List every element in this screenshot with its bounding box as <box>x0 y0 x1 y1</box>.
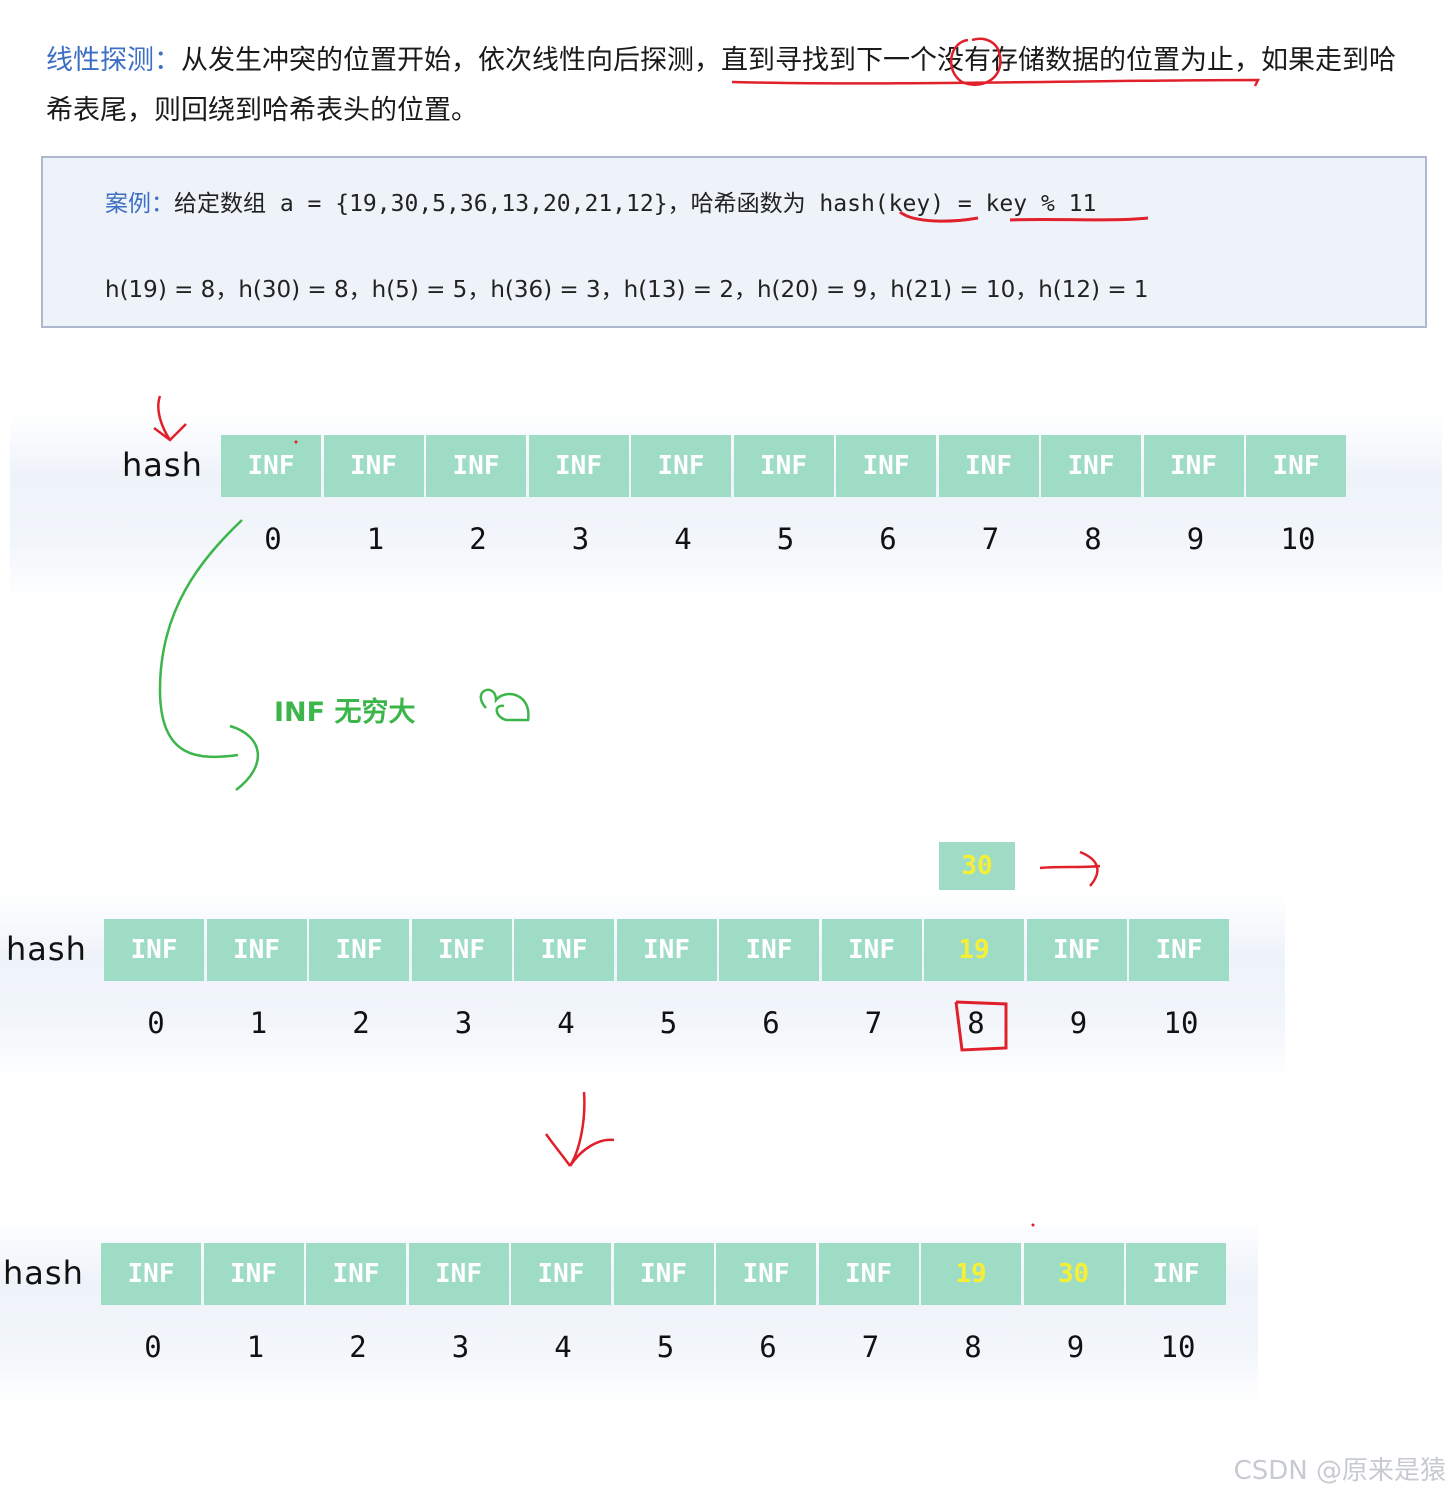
hash-index-5: 5 <box>659 1006 678 1040</box>
hash-index-0: 0 <box>144 1330 162 1364</box>
hash-cell-1: INF <box>323 435 424 497</box>
hash-index-9: 9 <box>1066 1330 1085 1364</box>
hash-index-4: 4 <box>554 1330 572 1364</box>
hash-cell-1: INF <box>206 919 307 981</box>
hash-cell-9: INF <box>1143 435 1244 497</box>
hash-table-2-indices: 0 1 2 3 4 5 6 7 8 9 10 <box>106 1006 1234 1046</box>
hash-cell-8: 19 <box>921 1243 1021 1305</box>
hash-index-7: 7 <box>861 1330 880 1364</box>
hash-cell-4: INF <box>631 435 731 497</box>
hash-cell-3: INF <box>411 919 512 981</box>
hash-cell-3: INF <box>528 435 629 497</box>
hash-cell-7: INF <box>821 919 922 981</box>
hash-cell-10: INF <box>1129 919 1229 981</box>
hash-index-3: 3 <box>454 1006 473 1040</box>
table-2-label: hash <box>6 930 87 968</box>
hash-index-1: 1 <box>249 1006 268 1040</box>
hash-cell-4: INF <box>514 919 614 981</box>
hash-cell-3: INF <box>408 1243 509 1305</box>
hash-cell-0: INF <box>101 1243 201 1305</box>
hash-cell-6: INF <box>719 919 819 981</box>
example-box: 案例：给定数组 a = {19,30,5,36,13,20,21,12}，哈希函… <box>41 156 1427 328</box>
intro-term: 线性探测： <box>46 45 181 76</box>
hash-index-10: 10 <box>1160 1330 1196 1364</box>
hash-index-0: 0 <box>264 522 282 556</box>
example-given: 给定数组 a = {19,30,5,36,13,20,21,12}，哈希函数为 … <box>174 191 1097 217</box>
hash-index-5: 5 <box>656 1330 675 1364</box>
hash-cell-6: INF <box>716 1243 816 1305</box>
hash-cell-9: 30 <box>1023 1243 1124 1305</box>
hash-cell-7: INF <box>818 1243 919 1305</box>
hash-index-9: 9 <box>1186 522 1205 556</box>
hash-index-3: 3 <box>451 1330 470 1364</box>
example-hash-values: h(19) = 8，h(30) = 8，h(5) = 5，h(36) = 3，h… <box>105 277 1149 303</box>
hash-index-4: 4 <box>674 522 692 556</box>
hash-index-1: 1 <box>366 522 385 556</box>
hash-index-4: 4 <box>557 1006 575 1040</box>
hash-cell-8: INF <box>1041 435 1141 497</box>
red-down-arrow-2 <box>544 1091 615 1167</box>
hash-cell-2: INF <box>426 435 526 497</box>
hash-cell-1: INF <box>203 1243 304 1305</box>
hash-cell-2: INF <box>309 919 409 981</box>
hash-index-5: 5 <box>776 522 795 556</box>
table-1-label: hash <box>122 446 203 484</box>
hash-cell-8: 19 <box>924 919 1024 981</box>
intro-text-underlined: 直到寻找到下一个没有存储数据的位置为止， <box>721 45 1261 76</box>
hash-cell-6: INF <box>836 435 936 497</box>
hash-index-2: 2 <box>352 1006 370 1040</box>
hash-index-6: 6 <box>762 1006 780 1040</box>
intro-text-1: 从发生冲突的位置开始，依次线性向后探测， <box>181 45 721 76</box>
hash-cell-5: INF <box>616 919 717 981</box>
example-given-line: 案例：给定数组 a = {19,30,5,36,13,20,21,12}，哈希函… <box>105 184 1096 218</box>
hash-cell-9: INF <box>1026 919 1127 981</box>
hash-index-8: 8 <box>1084 522 1102 556</box>
inf-note: INF 无穷大 <box>274 697 416 728</box>
hash-index-8: 8 <box>967 1006 985 1040</box>
hash-index-6: 6 <box>879 522 897 556</box>
green-doodle <box>479 688 530 722</box>
watermark: CSDN @原来是猿 <box>1233 1456 1446 1486</box>
hash-index-7: 7 <box>864 1006 883 1040</box>
hash-index-3: 3 <box>571 522 590 556</box>
hash-index-2: 2 <box>349 1330 367 1364</box>
hash-cell-5: INF <box>613 1243 714 1305</box>
hash-cell-7: INF <box>938 435 1039 497</box>
example-term: 案例： <box>105 191 174 217</box>
hash-table-1-indices: 0 1 2 3 4 5 6 7 8 9 10 <box>223 522 1351 562</box>
intro-text-2: 如果走到哈希表尾，则回绕到哈希表头的位置。 <box>46 45 1396 126</box>
hash-index-0: 0 <box>147 1006 165 1040</box>
hash-index-9: 9 <box>1069 1006 1088 1040</box>
hash-index-6: 6 <box>759 1330 777 1364</box>
hash-index-2: 2 <box>469 522 487 556</box>
incoming-value-30: 30 <box>939 842 1015 890</box>
hash-cell-10: INF <box>1246 435 1346 497</box>
hash-index-7: 7 <box>981 522 1000 556</box>
hash-index-1: 1 <box>246 1330 265 1364</box>
intro-paragraph: 线性探测：从发生冲突的位置开始，依次线性向后探测，直到寻找到下一个没有存储数据的… <box>46 36 1406 136</box>
hash-index-10: 10 <box>1163 1006 1199 1040</box>
hash-cell-0: INF <box>221 435 321 497</box>
table-3-label: hash <box>3 1254 84 1292</box>
hash-cell-10: INF <box>1126 1243 1226 1305</box>
red-right-arrow <box>1039 850 1101 887</box>
hash-cell-5: INF <box>733 435 834 497</box>
hash-cell-0: INF <box>104 919 204 981</box>
hash-table-3-indices: 0 1 2 3 4 5 6 7 8 9 10 <box>103 1330 1231 1370</box>
hash-index-10: 10 <box>1280 522 1316 556</box>
hash-cell-4: INF <box>511 1243 611 1305</box>
hash-cell-2: INF <box>306 1243 406 1305</box>
hash-index-8: 8 <box>964 1330 982 1364</box>
